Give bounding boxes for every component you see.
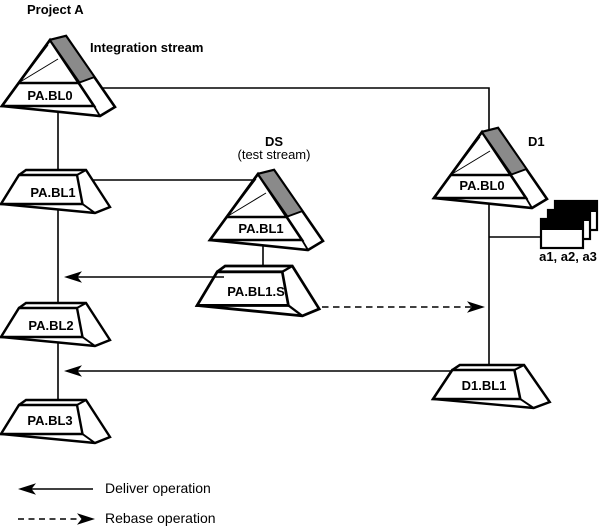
- legend-deliver-arrow-icon: [18, 483, 93, 495]
- rebase-arrow-pabl1s-d1: [322, 301, 485, 313]
- integration-foundation-baseline-label: PA.BL0: [27, 88, 73, 103]
- deliver-arrow-pabl1s: [64, 271, 224, 283]
- legend-rebase-label: Rebase operation: [105, 510, 216, 526]
- baseline-pabl1-label: PA.BL1: [30, 185, 76, 200]
- integration-to-d1-line: [102, 87, 490, 140]
- ds-stream-label: DS: [264, 134, 284, 149]
- ds-foundation-baseline-label: PA.BL1: [238, 221, 284, 236]
- d1-foundation-baseline-label: PA.BL0: [459, 178, 505, 193]
- activity-cards-icon: [539, 199, 599, 250]
- legend-rebase-arrow-icon: [18, 513, 95, 525]
- baseline-d1bl1-label: D1.BL1: [461, 378, 507, 393]
- project-title: Project A: [27, 2, 84, 17]
- baseline-pabl2-label: PA.BL2: [28, 318, 74, 333]
- baseline-pabl3-label: PA.BL3: [27, 413, 73, 428]
- ds-stream-subtitle: (test stream): [237, 147, 311, 162]
- baseline-pabl1s-label: PA.BL1.S: [227, 284, 285, 299]
- legend-deliver-label: Deliver operation: [105, 480, 211, 496]
- d1-stream-label: D1: [528, 134, 545, 149]
- ds-stream-pyramid-icon: [208, 168, 325, 252]
- integration-stream-label: Integration stream: [90, 40, 204, 55]
- activities-label: a1, a2, a3: [539, 249, 597, 264]
- deliver-arrow-d1bl1: [64, 365, 452, 377]
